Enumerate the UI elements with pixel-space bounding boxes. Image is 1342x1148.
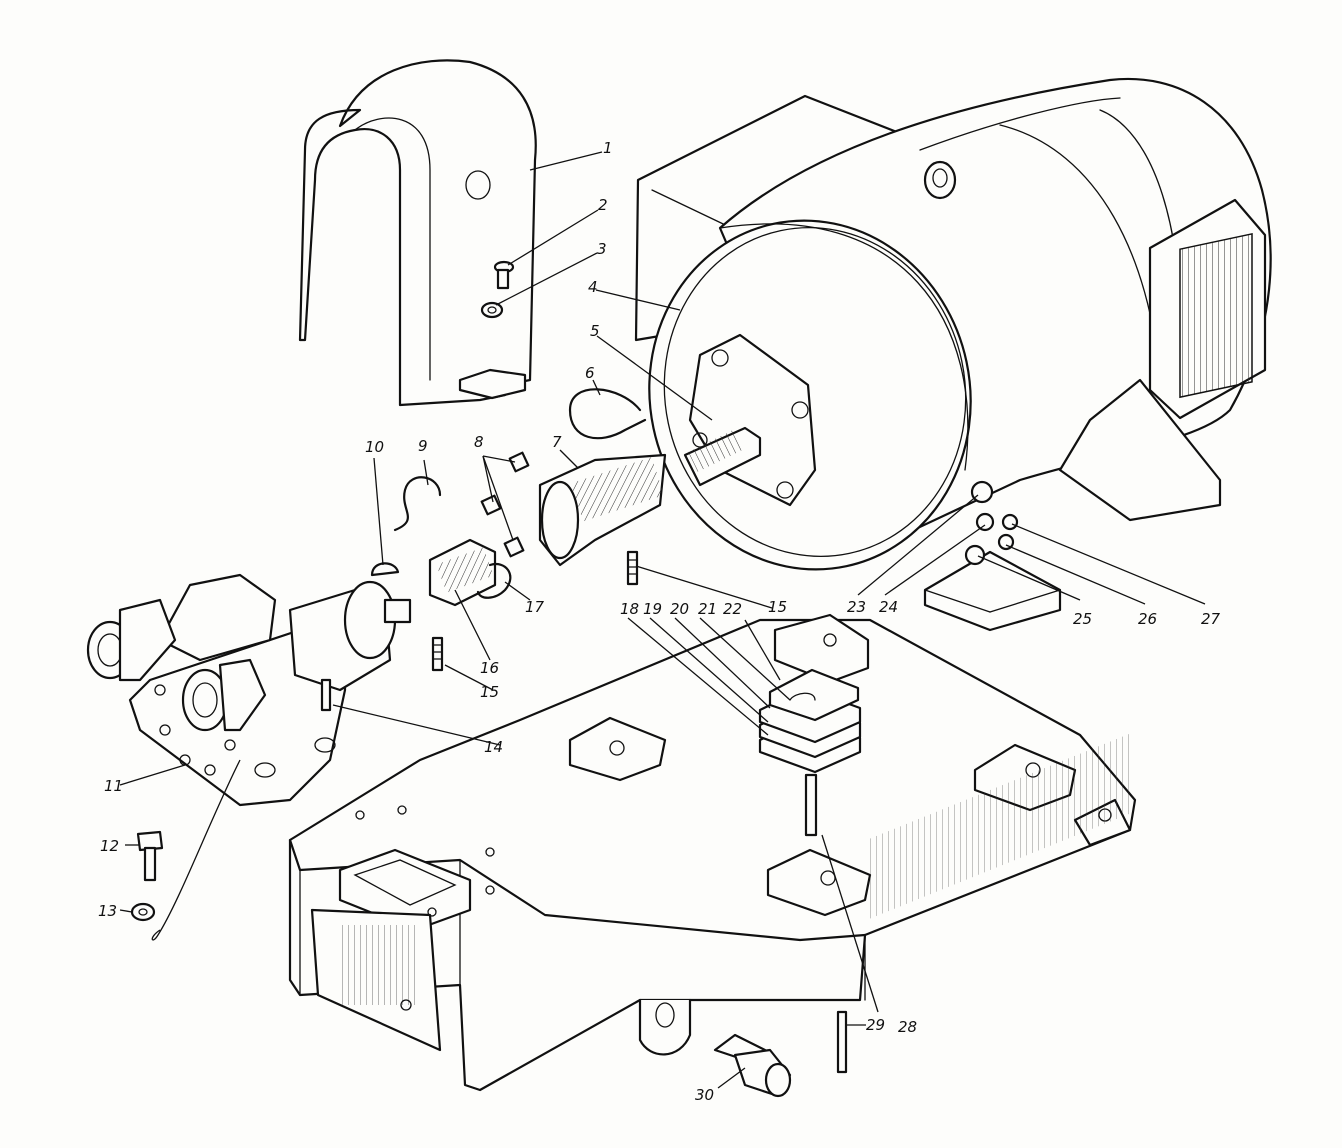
callout-6: 6 bbox=[585, 364, 595, 382]
coupling-guard bbox=[298, 59, 537, 407]
callout-2: 2 bbox=[598, 196, 608, 214]
stud-15-left bbox=[431, 636, 444, 672]
callout-22: 22 bbox=[723, 600, 742, 618]
callout-27: 27 bbox=[1201, 610, 1221, 628]
coupling-half-7 bbox=[538, 453, 667, 567]
callout-3: 3 bbox=[597, 240, 607, 258]
callout-20: 20 bbox=[670, 600, 689, 618]
callout-7: 7 bbox=[552, 433, 562, 451]
callout-10: 10 bbox=[365, 438, 384, 456]
callout-29: 29 bbox=[866, 1016, 885, 1034]
callout-23: 23 bbox=[847, 598, 866, 616]
bolt-12 bbox=[136, 830, 164, 882]
callout-11: 11 bbox=[104, 777, 123, 795]
callout-28: 28 bbox=[898, 1018, 917, 1036]
leader-lines bbox=[119, 151, 1206, 1089]
washer-13 bbox=[130, 902, 156, 922]
callout-19: 19 bbox=[643, 600, 662, 618]
callout-18: 18 bbox=[620, 600, 639, 618]
base-frame bbox=[288, 613, 1137, 1092]
callout-21: 21 bbox=[698, 600, 717, 618]
key-10 bbox=[370, 562, 400, 577]
callout-8: 8 bbox=[474, 433, 484, 451]
stud-15-right bbox=[626, 550, 639, 586]
callout-9: 9 bbox=[418, 437, 428, 455]
callout-labels: 1 2 3 4 5 6 7 8 9 10 11 12 13 14 15 15 1… bbox=[98, 139, 1221, 1104]
callout-5: 5 bbox=[590, 322, 600, 340]
callout-16: 16 bbox=[480, 659, 499, 677]
callout-14: 14 bbox=[484, 738, 503, 756]
callout-15-left: 15 bbox=[480, 683, 499, 701]
callout-15-right: 15 bbox=[768, 598, 787, 616]
callout-12: 12 bbox=[100, 837, 119, 855]
pin-29 bbox=[836, 1010, 848, 1074]
spring-ring-17 bbox=[476, 562, 512, 599]
gear-pump bbox=[86, 573, 412, 807]
callout-24: 24 bbox=[879, 598, 898, 616]
shims-18-22 bbox=[758, 668, 862, 774]
electric-motor bbox=[634, 77, 1272, 632]
spring-ring-6 bbox=[568, 388, 647, 440]
set-screws-8 bbox=[480, 451, 530, 558]
callout-4: 4 bbox=[588, 278, 598, 296]
callout-17: 17 bbox=[525, 598, 545, 616]
callout-30: 30 bbox=[695, 1086, 714, 1104]
coupling-half-16 bbox=[428, 538, 497, 607]
washer-3 bbox=[480, 301, 504, 319]
callout-13: 13 bbox=[98, 902, 117, 920]
callout-1: 1 bbox=[603, 139, 613, 157]
callout-26: 26 bbox=[1138, 610, 1157, 628]
fitting-30 bbox=[713, 1033, 792, 1098]
callout-25: 25 bbox=[1073, 610, 1092, 628]
spring-ring-9 bbox=[393, 476, 442, 532]
